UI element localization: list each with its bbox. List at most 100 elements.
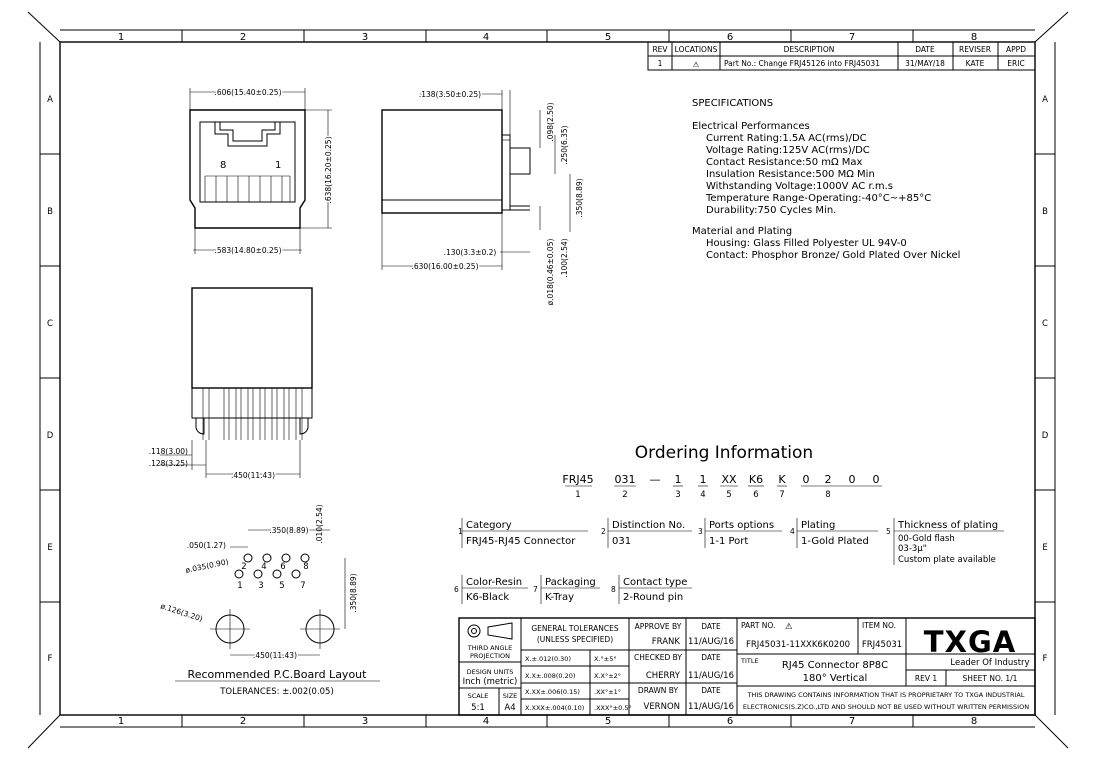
drawn-by-label: DRAWN BY <box>638 686 679 695</box>
size-value: A4 <box>504 703 515 713</box>
dim-side-130: .130(3.3±0.2) <box>444 248 497 257</box>
dim-side-350: .350(8.89) <box>575 178 584 217</box>
checked-date: 11/AUG/16 <box>688 671 734 681</box>
option-num: 8 <box>611 585 616 594</box>
col-label: 2 <box>240 716 246 727</box>
reviser-header: REVISER <box>959 45 991 54</box>
col-label: 1 <box>118 32 124 43</box>
pcb-dim-350: .350(8.89) <box>269 526 308 535</box>
part-no: FRJ45031-11XXK6K0200 <box>746 640 850 650</box>
specifications: SPECIFICATIONS Electrical Performances C… <box>692 98 960 261</box>
size-label: SIZE <box>503 692 518 700</box>
locations-header: LOCATIONS <box>675 45 718 54</box>
spec-line: Contact Resistance:50 mΩ Max <box>706 157 863 168</box>
col-label: 7 <box>849 32 855 43</box>
pcb-pin-label: 8 <box>303 562 308 572</box>
row-label: B <box>47 207 53 217</box>
pin-1-label: 1 <box>275 160 281 171</box>
item-no: FRJ45031 <box>862 640 902 650</box>
option-num: 4 <box>790 527 795 536</box>
pcb-layout: 2 4 6 8 1 3 5 7 .350(8.89) .050(1.27) .0… <box>159 504 380 697</box>
row-label: C <box>1042 319 1048 329</box>
row-label: A <box>1042 95 1048 105</box>
option-title: Ports options <box>709 520 774 531</box>
dim-side-top: .138(3.50±0.25) <box>419 90 481 99</box>
row-label: E <box>1042 543 1047 553</box>
option-value: K6-Black <box>466 592 509 603</box>
tolerance-cell: .XX°±1° <box>594 688 621 696</box>
code-index: 7 <box>779 490 784 500</box>
logo-text: TXGA <box>924 625 1016 659</box>
date-label: DATE <box>701 653 721 662</box>
proprietary-notice: ELECTRONICS(S.Z)CO.,LTD AND SHOULD NOT B… <box>743 703 1029 711</box>
option-thickness: 5 Thickness of plating 00-Gold flash 03-… <box>886 518 1004 565</box>
col-label: 5 <box>605 32 611 43</box>
revision-date: 31/MAY/18 <box>905 59 945 68</box>
option-title: Packaging <box>545 577 596 588</box>
option-num: 1 <box>458 527 463 536</box>
date-label: DATE <box>701 686 721 695</box>
code-index: 6 <box>753 490 758 500</box>
col-label: 1 <box>118 716 124 727</box>
pcb-pin-label: 2 <box>241 562 246 572</box>
option-value: 2-Round pin <box>623 592 683 603</box>
checked-by-label: CHECKED BY <box>634 653 682 662</box>
approve-by-label: APPROVE BY <box>635 622 682 631</box>
checked-by: CHERRY <box>646 671 681 681</box>
row-label: A <box>47 95 53 105</box>
spec-line: Current Rating:1.5A AC(rms)/DC <box>706 133 867 144</box>
dim-side-100: .100(2.54) <box>560 238 569 277</box>
spec-line: Durability:750 Cycles Min. <box>706 205 836 216</box>
option-category: 1 Category FRJ45-RJ45 Connector <box>458 518 588 548</box>
txga-logo: TXGA Leader Of Industry <box>924 625 1030 668</box>
pcb-title: Recommended P.C.Board Layout <box>188 668 368 681</box>
rev-header: REV <box>652 45 668 54</box>
dim-front-width: .606(15.40±0.25) <box>214 88 281 97</box>
projection-icon <box>467 622 513 640</box>
option-num: 6 <box>454 585 459 594</box>
dim-rear-450: .450(11.43) <box>231 471 275 480</box>
pcb-dim-010: .010(2.54) <box>315 504 324 543</box>
option-title: Category <box>466 520 512 531</box>
pcb-dim-050: .050(1.27) <box>187 541 226 550</box>
pcb-dim-126: ø.126(3.20) <box>159 601 204 623</box>
code-index: 3 <box>675 490 680 500</box>
approve-date: 11/AUG/16 <box>688 637 734 647</box>
front-view: 8 1 .606(15.40±0.25) .583(14.80±0.25) .6… <box>189 87 335 257</box>
dim-side-018: ø.018(0.46±0.05) <box>546 239 555 306</box>
revision-description: Part No.: Change FRJ45126 into FRJ45031 <box>724 59 880 68</box>
col-label: 4 <box>483 716 489 727</box>
dim-side-098: .098(2.50) <box>546 102 555 141</box>
option-value: 03-3μ" <box>898 544 927 554</box>
drawn-date: 11/AUG/16 <box>688 702 734 712</box>
code-part: K6 <box>749 473 763 486</box>
pcb-pin-label: 3 <box>258 581 263 591</box>
warning-icon: ⚠ <box>785 622 793 632</box>
code-part: 1 <box>675 473 682 486</box>
drawing-title-line1: RJ45 Connector 8P8C <box>782 660 888 671</box>
col-label: 2 <box>240 32 246 43</box>
code-index: 4 <box>700 490 705 500</box>
option-value: Custom plate available <box>898 555 996 565</box>
row-labels: A B C D E F A B C D E F <box>47 95 1049 664</box>
option-num: 5 <box>886 527 891 536</box>
ordering-title: Ordering Information <box>635 443 813 463</box>
option-ports: 3 Ports options 1-1 Port <box>698 518 782 548</box>
pcb-pin-label: 4 <box>261 562 266 572</box>
dim-front-height: .638(16.20±0.25) <box>324 136 333 203</box>
option-color: 6 Color-Resin K6-Black <box>454 575 528 604</box>
option-title: Color-Resin <box>466 577 522 588</box>
col-label: 7 <box>849 716 855 727</box>
ordering-information: Ordering Information FRJ45 031 — 1 1 XX … <box>454 443 1004 604</box>
option-value: 1-1 Port <box>709 536 748 547</box>
date-label: DATE <box>701 622 721 631</box>
appd-name: ERIC <box>1007 59 1024 68</box>
title-label: TITLE <box>740 657 759 665</box>
code-part: 1 <box>700 473 707 486</box>
code-index: 2 <box>622 490 627 500</box>
col-label: 6 <box>727 716 733 727</box>
column-labels-bottom: 1 2 3 4 5 6 7 8 <box>118 716 977 727</box>
appd-header: APPD <box>1006 45 1026 54</box>
col-label: 6 <box>727 32 733 43</box>
tolerance-cell: .XXX°±0.5° <box>594 704 632 712</box>
